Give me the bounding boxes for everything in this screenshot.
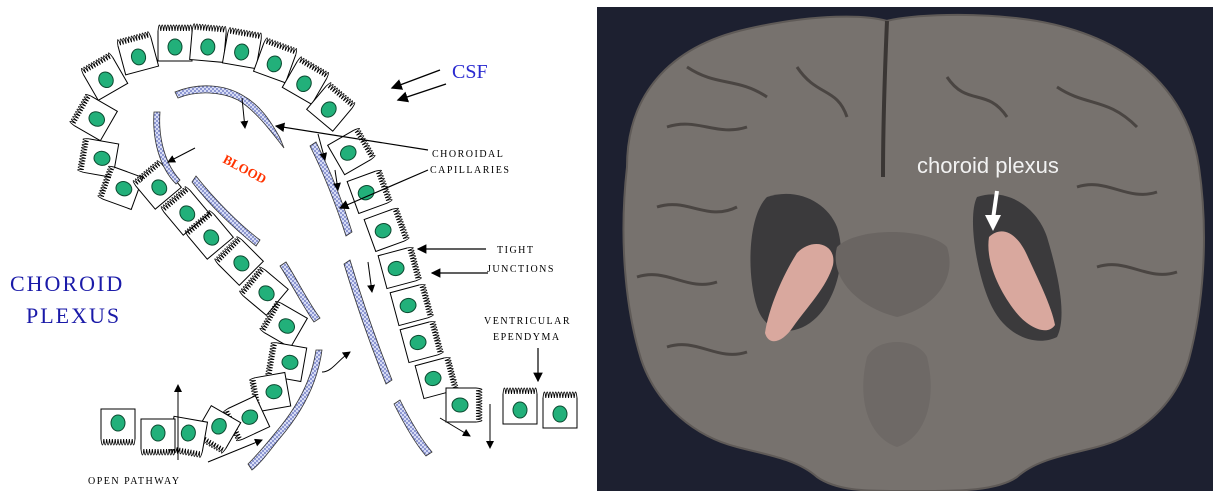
epithelial-cell xyxy=(77,138,118,178)
title-line-2: PLEXUS xyxy=(26,303,121,328)
capillaries-label-line-1: CHOROIDAL xyxy=(432,149,504,160)
epithelial-cell xyxy=(378,246,422,288)
cell-nucleus xyxy=(168,39,182,55)
epithelial-cell xyxy=(80,52,127,100)
blood-label: BLOOD xyxy=(221,151,270,186)
epithelial-cell xyxy=(390,283,434,325)
cell-nucleus xyxy=(111,415,125,431)
epithelial-cell xyxy=(364,207,409,251)
cell-nucleus xyxy=(553,406,567,422)
csf-arrows xyxy=(392,70,446,100)
epithelial-cell xyxy=(503,388,537,424)
ventricular-label-line-1: VENTRICULAR xyxy=(484,316,571,327)
epithelial-cell xyxy=(543,392,577,428)
epithelial-cell xyxy=(101,409,135,445)
epithelial-cell xyxy=(141,419,175,455)
epithelial-cell xyxy=(69,93,117,140)
epithelial-cell xyxy=(328,127,376,174)
epithelial-cell xyxy=(116,31,158,75)
cell-nucleus xyxy=(151,425,165,441)
epithelial-cell xyxy=(400,320,444,362)
tight-junctions-label-line-1: TIGHT xyxy=(497,245,535,256)
cell-nucleus xyxy=(513,402,527,418)
ventricular-label-line-2: EPENDYMA xyxy=(493,332,561,343)
title-line-1: CHOROID xyxy=(10,271,124,296)
brain-coronal-section-photo: choroid plexus xyxy=(597,7,1213,491)
choroid-plexus-schematic: CHOROID PLEXUS CSF BLOOD CHOROIDAL CAPIL… xyxy=(0,0,597,491)
epithelial-cell-layer xyxy=(69,24,577,458)
tight-junctions-label-line-2: JUNCTIONS xyxy=(487,264,555,275)
cell-nucleus xyxy=(452,398,468,412)
csf-label: CSF xyxy=(452,61,488,83)
capillaries-label-line-2: CAPILLARIES xyxy=(430,165,510,176)
epithelial-cell xyxy=(190,24,227,63)
epithelial-cell xyxy=(446,388,482,422)
epithelial-cell xyxy=(347,169,392,213)
epithelial-cell xyxy=(158,25,192,61)
open-pathway-label: OPEN PATHWAY xyxy=(88,476,181,487)
choroid-plexus-label: choroid plexus xyxy=(917,153,1059,178)
